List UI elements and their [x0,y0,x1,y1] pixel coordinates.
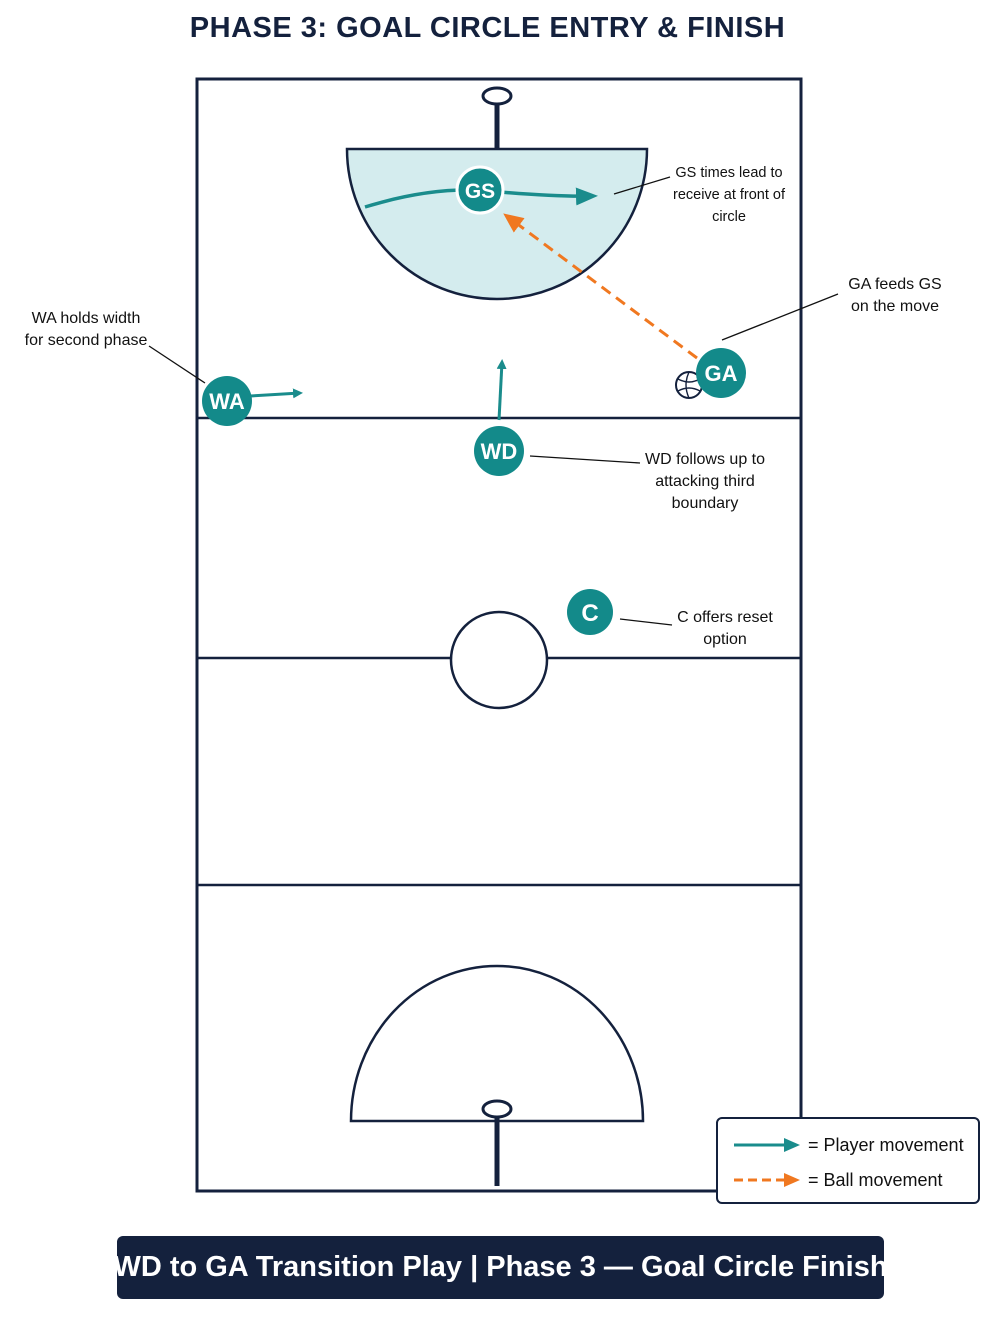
orange-dashed-arrow-icon [734,1173,800,1187]
defending-goal-circle [349,964,645,1123]
player-gs[interactable]: GS [455,165,505,215]
ball-movement-arrow [503,213,698,360]
c-annotation: C offers reset option [677,609,773,648]
page-title: PHASE 3: GOAL CIRCLE ENTRY & FINISH [189,12,786,44]
player-c-label: C [581,600,598,627]
wd-annotation: WD follows up to attacking third boundar… [644,451,766,512]
legend: = Player movement = Ball movement [716,1117,980,1204]
player-ga-label: GA [705,361,738,386]
player-ga[interactable]: GA [696,348,746,398]
teal-arrow-icon [734,1138,800,1152]
footer-banner: WD to GA Transition Play | Phase 3 — Goa… [113,1236,888,1299]
player-wd[interactable]: WD [474,426,524,476]
legend-ball-movement-label: = Ball movement [808,1169,943,1190]
legend-player-movement-label: = Player movement [808,1134,964,1155]
attacking-goal-circle [345,147,649,301]
goal-post-icon [481,1099,513,1186]
player-gs-label: GS [465,180,495,203]
player-wa[interactable]: WA [202,376,252,426]
footer-text: WD to GA Transition Play | Phase 3 — Goa… [113,1251,888,1283]
wd-leader-line [529,455,641,464]
court-boundary [195,77,803,1193]
legend-player-movement: = Player movement [732,1133,964,1157]
gs-annotation: GS times lead to receive at front of cir… [672,165,786,225]
ga-annotation: GA feeds GS on the move [848,276,942,315]
wa-annotation: WA holds width for second phase [24,310,148,349]
player-c[interactable]: C [567,589,613,635]
legend-ball-movement: = Ball movement [732,1168,943,1192]
player-wd-label: WD [481,439,518,464]
player-wa-label: WA [209,389,245,414]
goal-post-icon [481,86,513,149]
centre-circle [449,610,549,710]
wa-movement-arrow [249,388,303,399]
c-leader-line [619,618,673,626]
wd-movement-arrow [496,359,507,421]
gs-leader-line [613,176,671,195]
ga-leader-line [721,293,839,341]
wa-leader-line [148,345,206,384]
